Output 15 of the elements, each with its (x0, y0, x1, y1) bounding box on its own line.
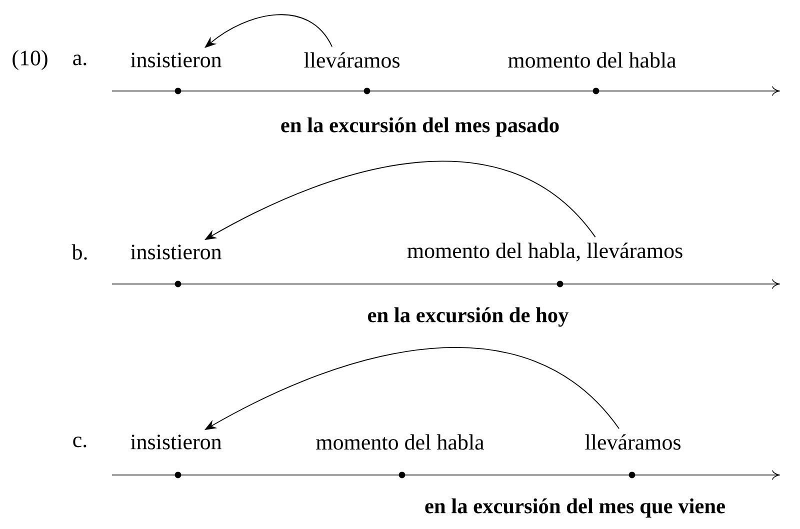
time-label: insistieron (130, 244, 222, 260)
item-letter: b. (72, 244, 87, 260)
time-label: momento del habla (316, 434, 484, 450)
time-label: lleváramos (304, 52, 400, 68)
time-label: lleváramos (585, 434, 680, 450)
time-label: momento del habla, lleváramos (407, 242, 682, 262)
caption-text: en la excursión de hoy (368, 307, 569, 327)
time-label: insistieron (130, 52, 222, 68)
caption-text: en la excursión del mes pasado (281, 117, 559, 137)
time-label: insistieron (130, 434, 222, 450)
item-letter: c. (73, 436, 86, 448)
item-letter: a. (73, 54, 86, 66)
caption-text: en la excursión del mes que viene (425, 498, 725, 518)
time-label: momento del habla (508, 52, 676, 68)
example-number: (10) (12, 50, 48, 70)
